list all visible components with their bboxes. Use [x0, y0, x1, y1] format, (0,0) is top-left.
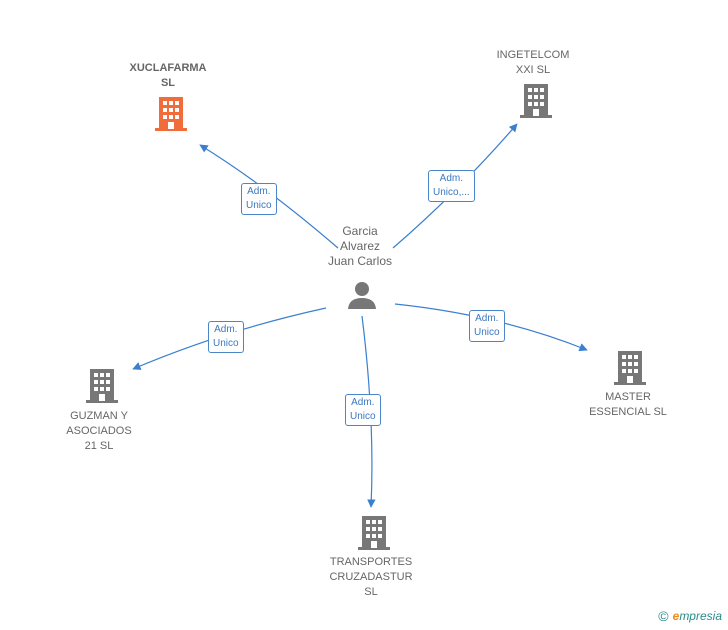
- person-name: Garcia Alvarez Juan Carlos: [327, 224, 393, 268]
- company-label-xuclafarma[interactable]: XUCLAFARMA SL: [129, 62, 207, 89]
- company-label-transportes[interactable]: TRANSPORTES CRUZADASTUR SL: [329, 556, 413, 598]
- relation-label-master[interactable]: Adm. Unico: [469, 310, 505, 342]
- relation-label-guzman[interactable]: Adm. Unico: [208, 321, 244, 353]
- person-icon[interactable]: [347, 280, 377, 310]
- building-icon-xuclafarma[interactable]: [154, 96, 188, 132]
- relation-label-transportes[interactable]: Adm. Unico: [345, 394, 381, 426]
- building-icon-ingetelcom[interactable]: [519, 83, 553, 119]
- relation-label-xuclafarma[interactable]: Adm. Unico: [241, 183, 277, 215]
- company-label-guzman[interactable]: GUZMAN Y ASOCIADOS 21 SL: [66, 410, 132, 452]
- brand-logo: empresia: [672, 609, 722, 623]
- brand-footer[interactable]: © empresia: [658, 608, 722, 624]
- building-icon-transportes[interactable]: [357, 515, 391, 551]
- relation-label-ingetelcom[interactable]: Adm. Unico,...: [428, 170, 475, 202]
- building-icon-guzman[interactable]: [85, 368, 119, 404]
- building-icon-master[interactable]: [613, 350, 647, 386]
- company-label-ingetelcom[interactable]: INGETELCOM XXI SL: [496, 49, 570, 76]
- company-label-master[interactable]: MASTER ESSENCIAL SL: [589, 391, 667, 418]
- copyright-icon: ©: [658, 608, 669, 624]
